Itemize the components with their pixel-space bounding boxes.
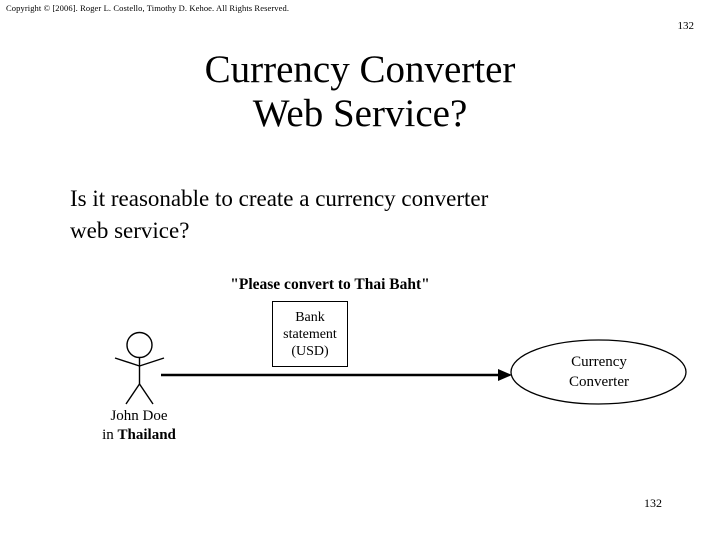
stick-figure-actor bbox=[114, 331, 165, 405]
actor-name: John Doe bbox=[110, 408, 168, 424]
actor-left-arm-line bbox=[114, 357, 140, 367]
service-ellipse-shape bbox=[510, 339, 687, 405]
service-ellipse-line-1: Currency bbox=[571, 354, 627, 370]
message-label: "Please convert to Thai Baht" bbox=[230, 276, 430, 293]
body-question-line-1: Is it reasonable to create a currency co… bbox=[70, 186, 489, 211]
service-ellipse-label: Currency Converter bbox=[511, 352, 687, 392]
message-arrow-head-icon bbox=[498, 369, 512, 381]
page-number-bottom: 132 bbox=[644, 496, 662, 510]
actor-right-arm-line bbox=[139, 357, 165, 367]
actor-left-leg-line bbox=[125, 383, 141, 405]
actor-right-leg-line bbox=[138, 383, 154, 405]
bank-statement-line-2: statement bbox=[283, 326, 337, 342]
bank-statement-box: Bank statement (USD) bbox=[272, 301, 348, 367]
body-question-line-2: web service? bbox=[70, 218, 190, 243]
actor-head-icon bbox=[126, 331, 153, 359]
actor-label: John Doe in Thailand bbox=[60, 407, 218, 445]
body-question-text: Is it reasonable to create a currency co… bbox=[70, 183, 630, 247]
actor-location: in Thailand bbox=[60, 426, 218, 445]
message-arrow bbox=[161, 369, 512, 381]
actor-location-country: Thailand bbox=[117, 427, 176, 443]
page-title-line-2: Web Service? bbox=[252, 92, 468, 135]
bank-statement-line-1: Bank bbox=[295, 309, 325, 325]
page-title-line-1: Currency Converter bbox=[204, 48, 516, 91]
bank-statement-line-3: (USD) bbox=[291, 343, 329, 359]
copyright-notice: Copyright © [2006]. Roger L. Costello, T… bbox=[6, 3, 290, 13]
actor-location-prefix: in bbox=[102, 427, 118, 443]
page-number-top: 132 bbox=[677, 20, 695, 32]
service-ellipse-line-2: Converter bbox=[569, 374, 629, 390]
page-title: Currency Converter Web Service? bbox=[0, 48, 720, 136]
